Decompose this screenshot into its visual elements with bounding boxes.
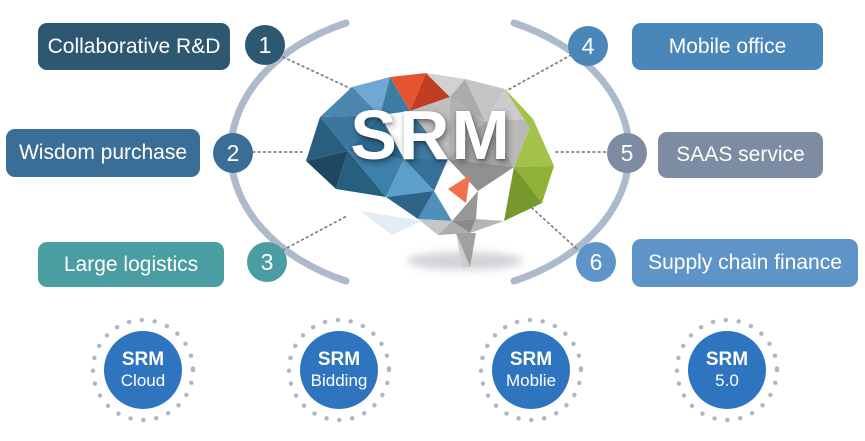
- feature-number-1: 1: [245, 25, 285, 65]
- feature-number-3: 3: [247, 242, 287, 282]
- connector-6: [531, 207, 578, 250]
- feature-label-supply-chain-finance: Supply chain finance: [632, 239, 858, 287]
- product-line2: 5.0: [715, 370, 739, 390]
- feature-number-2: 2: [213, 133, 253, 173]
- product-line2: Cloud: [120, 370, 166, 390]
- feature-label-collaborative-rd: Collaborative R&D: [38, 23, 230, 70]
- product-line1: SRM: [317, 348, 361, 370]
- product-line2: Moblie: [505, 370, 557, 390]
- product-line2: Bidding: [310, 370, 368, 390]
- brain-srm-title: SRM: [350, 96, 512, 174]
- product-circle: SRM Moblie: [492, 331, 570, 409]
- dotted-ring-icon: [286, 317, 392, 423]
- feature-label-large-logistics: Large logistics: [38, 242, 224, 287]
- product-circle: SRM Bidding: [300, 331, 378, 409]
- product-line1: SRM: [705, 348, 749, 370]
- product-circle: SRM Cloud: [104, 331, 182, 409]
- product-srm-bidding: SRM Bidding: [285, 316, 393, 424]
- dotted-ring-icon: [674, 317, 780, 423]
- brain-icon: [306, 73, 554, 270]
- feature-label-wisdom-purchase: Wisdom purchase: [6, 129, 200, 177]
- dotted-ring-icon: [90, 317, 196, 423]
- connector-3: [282, 215, 348, 251]
- feature-number-6: 6: [576, 242, 616, 282]
- dotted-ring-icon: [478, 317, 584, 423]
- product-srm-5-0: SRM 5.0: [673, 316, 781, 424]
- product-srm-moblie: SRM Moblie: [477, 316, 585, 424]
- product-line1: SRM: [509, 348, 553, 370]
- connector-4: [505, 54, 572, 92]
- product-line1: SRM: [121, 348, 165, 370]
- feature-label-saas-service: SAAS service: [658, 132, 823, 178]
- feature-number-4: 4: [568, 26, 608, 66]
- feature-label-mobile-office: Mobile office: [632, 23, 823, 70]
- product-circle: SRM 5.0: [688, 331, 766, 409]
- feature-number-5: 5: [607, 133, 647, 173]
- product-srm-cloud: SRM Cloud: [89, 316, 197, 424]
